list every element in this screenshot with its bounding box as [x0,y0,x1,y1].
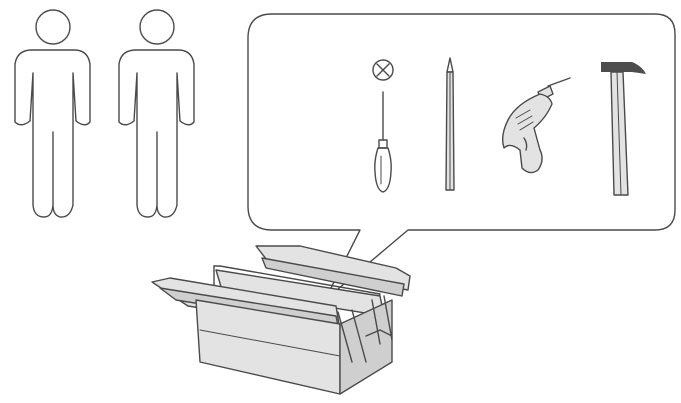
person-icon-1 [14,9,91,218]
cantilever-toolbox-icon [151,245,411,395]
screwdriver-icon [374,91,392,193]
hammer-icon [601,62,646,196]
pencil-icon [445,57,455,191]
person-icon-2 [118,9,195,218]
power-drill-icon [501,77,571,174]
remove-icon [372,59,394,81]
